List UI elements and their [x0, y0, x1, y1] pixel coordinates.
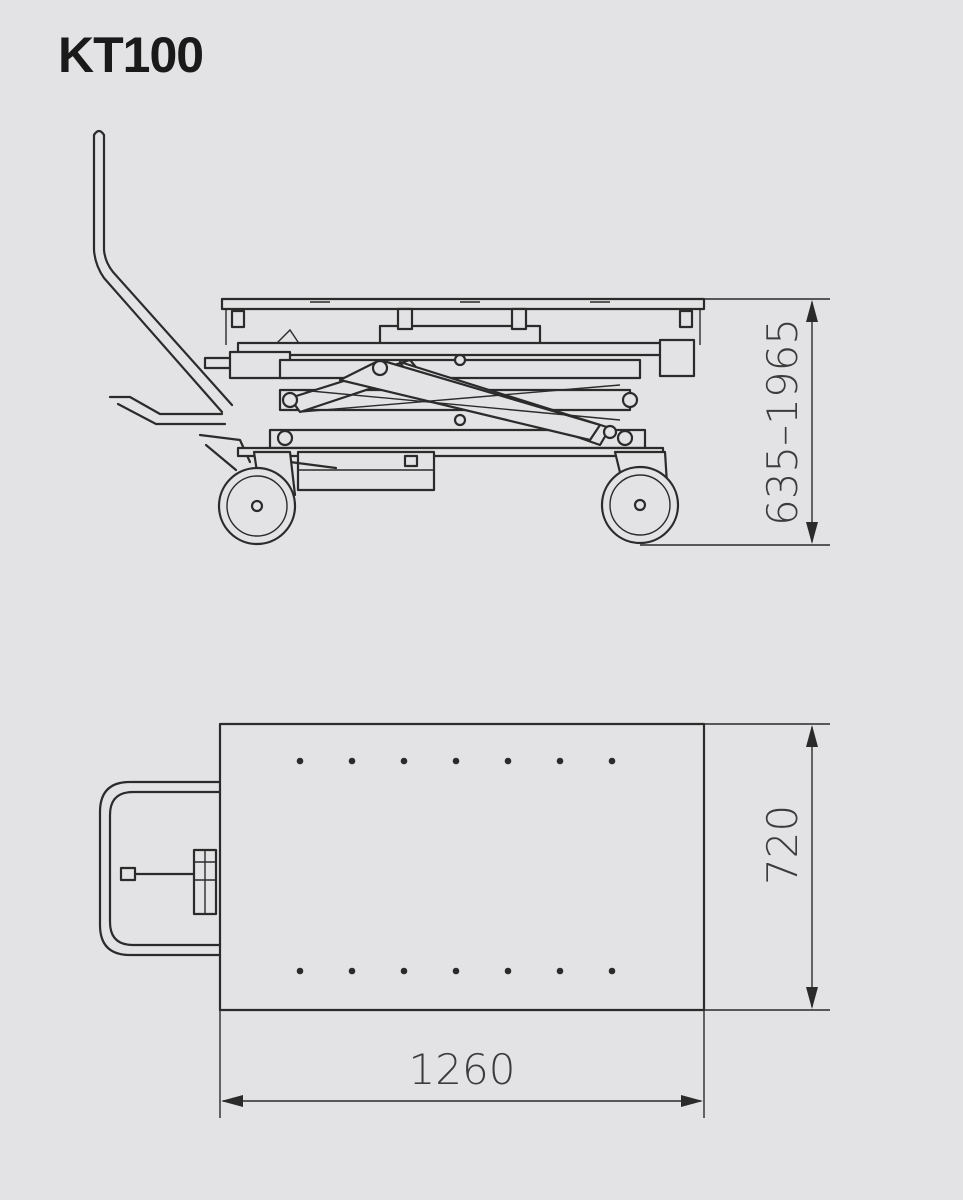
width-dimension-label: 720 [758, 805, 807, 885]
handle-loop [98, 780, 222, 957]
front-wheel [600, 450, 680, 545]
bolt-hole [556, 757, 564, 765]
bolt-hole [556, 967, 564, 975]
bolt-hole [400, 757, 408, 765]
bolt-hole [348, 757, 356, 765]
bolt-hole [296, 757, 304, 765]
length-dimension: 1260 [219, 1010, 705, 1118]
rear-wheel [217, 450, 297, 546]
bolt-hole [504, 967, 512, 975]
bolt-hole [452, 757, 460, 765]
chassis [236, 446, 665, 492]
bolt-hole [504, 757, 512, 765]
bolt-hole [608, 967, 616, 975]
height-dimension: 635–1965 [640, 298, 830, 546]
pedal-mechanism [119, 848, 218, 916]
side-view: 635–1965 [92, 129, 830, 546]
bolt-holes [296, 757, 616, 975]
bolt-hole [400, 967, 408, 975]
top-view: 720 1260 [98, 722, 830, 1118]
bolt-hole [348, 967, 356, 975]
bolt-hole [452, 967, 460, 975]
length-dimension-label: 1260 [409, 1045, 516, 1094]
push-handle [92, 129, 234, 414]
platform-outline [218, 722, 706, 1012]
bolt-hole [296, 967, 304, 975]
width-dimension: 720 [704, 723, 830, 1011]
bolt-hole [608, 757, 616, 765]
model-title: KT100 [58, 27, 204, 83]
scissor-arms [268, 353, 647, 450]
height-dimension-label: 635–1965 [758, 318, 807, 526]
foot-pedal [108, 395, 252, 472]
table-top [220, 297, 706, 346]
